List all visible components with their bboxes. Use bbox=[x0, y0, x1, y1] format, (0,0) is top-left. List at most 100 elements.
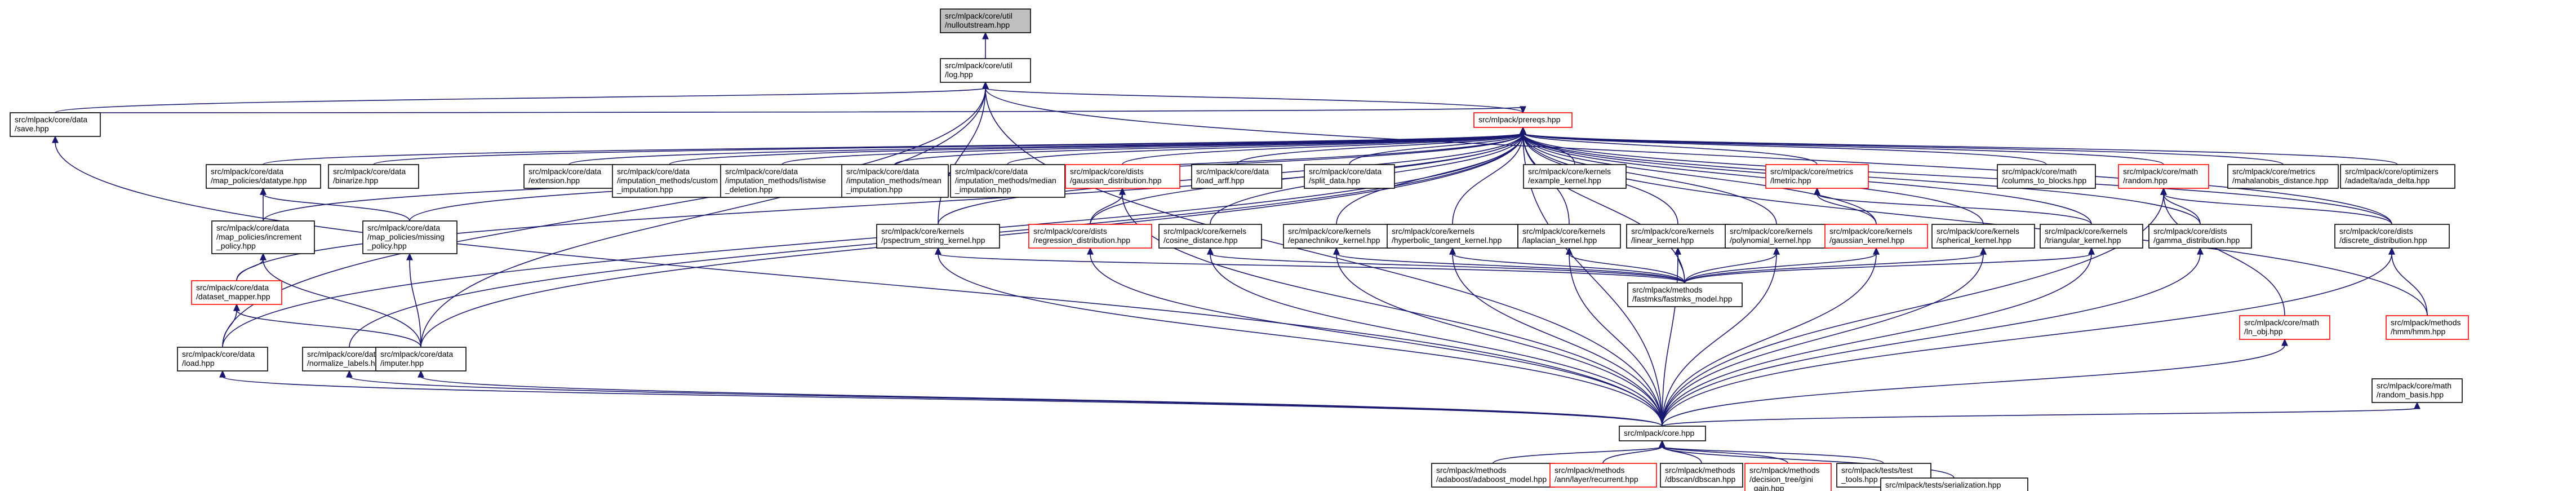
node-box bbox=[1744, 463, 1832, 491]
graph-node[interactable]: src/mlpack/core/dists/regression_distrib… bbox=[1028, 224, 1152, 249]
edge-arrowhead bbox=[1449, 247, 1456, 255]
graph-node[interactable]: src/mlpack/core/data/imputation_methods/… bbox=[612, 164, 727, 198]
node-label-line: _imputation.hpp bbox=[616, 185, 673, 194]
node-label-line: src/mlpack/core/data bbox=[1196, 167, 1269, 176]
graph-node[interactable]: src/mlpack/core/kernels/cosine_distance.… bbox=[1158, 224, 1262, 249]
dependency-edge bbox=[1333, 247, 1663, 427]
node-box bbox=[1304, 164, 1395, 189]
graph-node[interactable]: src/mlpack/methods/dbscan/dbscan.hpp bbox=[1660, 463, 1743, 488]
node-box bbox=[1931, 224, 2035, 249]
graph-node[interactable]: src/mlpack/core/util/log.hpp bbox=[940, 58, 1031, 83]
graph-node[interactable]: src/mlpack/methods/adaboost/adaboost_mod… bbox=[1431, 463, 1555, 488]
graph-node[interactable]: src/mlpack/methods/decision_tree/gini_ga… bbox=[1744, 463, 1832, 491]
graph-node[interactable]: src/mlpack/core/kernels/hyperbolic_tange… bbox=[1387, 224, 1518, 249]
node-box bbox=[940, 58, 1031, 83]
graph-node[interactable]: src/mlpack/core/data/load_arff.hpp bbox=[1191, 164, 1282, 189]
graph-node[interactable]: src/mlpack/core/data/binarize.hpp bbox=[328, 164, 419, 189]
edge-line bbox=[55, 107, 1524, 113]
dependency-edge bbox=[260, 253, 421, 348]
edge-arrowhead bbox=[1773, 247, 1780, 255]
graph-node[interactable]: src/mlpack/core/data/imputation_methods/… bbox=[841, 164, 949, 198]
node-label-line: /map_policies/increment bbox=[216, 232, 301, 241]
node-label-line: _deletion.hpp bbox=[725, 185, 772, 194]
graph-node[interactable]: src/mlpack/core/kernels/example_kernel.h… bbox=[1523, 164, 1627, 189]
node-label-line: src/mlpack/core/data bbox=[617, 167, 690, 176]
graph-node[interactable]: src/mlpack/core/data/load.hpp bbox=[177, 347, 268, 371]
graph-node[interactable]: src/mlpack/core/data/imputer.hpp bbox=[375, 347, 467, 371]
node-label-line: src/mlpack/core/math bbox=[2377, 381, 2451, 390]
graph-node[interactable]: src/mlpack/prereqs.hpp bbox=[1473, 112, 1573, 128]
node-box bbox=[10, 112, 101, 137]
node-box bbox=[1191, 164, 1282, 189]
node-label-line: src/mlpack/methods bbox=[1665, 466, 1735, 475]
node-box bbox=[1523, 164, 1627, 189]
graph-node[interactable]: src/mlpack/methods/hmm/hmm.hpp bbox=[2386, 315, 2469, 340]
graph-node[interactable]: src/mlpack/core/math/columns_to_blocks.h… bbox=[1997, 164, 2096, 189]
edge-line bbox=[1816, 193, 2092, 225]
edge-arrowhead bbox=[52, 135, 59, 143]
graph-node[interactable]: src/mlpack/core/metrics/lmetric.hpp bbox=[1765, 164, 1869, 189]
graph-node[interactable]: src/mlpack/core/kernels/spherical_kernel… bbox=[1931, 224, 2035, 249]
graph-node[interactable]: src/mlpack/core/kernels/pspectrum_string… bbox=[876, 224, 1000, 249]
graph-node[interactable]: src/mlpack/core/kernels/linear_kernel.hp… bbox=[1626, 224, 1730, 249]
graph-node[interactable]: src/mlpack/core.hpp bbox=[1619, 426, 1706, 441]
graph-node[interactable]: src/mlpack/core/util/nulloutstream.hpp bbox=[940, 8, 1031, 33]
node-label-line: src/mlpack/core/kernels bbox=[1522, 227, 1605, 236]
edge-line bbox=[1522, 132, 2398, 165]
edge-line bbox=[938, 253, 1685, 284]
graph-node[interactable]: src/mlpack/core/data/extension.hpp bbox=[523, 164, 615, 189]
node-label-line: /gaussian_distribution.hpp bbox=[1070, 176, 1162, 185]
edge-line bbox=[985, 87, 2392, 225]
node-label-line: src/mlpack/core/data bbox=[955, 167, 1028, 176]
node-label-line: /imputation_methods/median bbox=[955, 176, 1056, 185]
node-box bbox=[876, 224, 1000, 249]
node-label-line: /mahalanobis_distance.hpp bbox=[2232, 176, 2329, 185]
edge-line bbox=[55, 87, 986, 113]
graph-node[interactable]: src/mlpack/core/kernels/triangular_kerne… bbox=[2040, 224, 2143, 249]
dependency-edge bbox=[219, 370, 1663, 427]
graph-node[interactable]: src/mlpack/core/math/random.hpp bbox=[2118, 164, 2209, 189]
node-box bbox=[2386, 315, 2469, 340]
graph-node[interactable]: src/mlpack/core/data/split_data.hpp bbox=[1304, 164, 1395, 189]
graph-node[interactable]: src/mlpack/methods/fastmks/fastmks_model… bbox=[1627, 282, 1743, 307]
dependency-edge bbox=[2160, 187, 2201, 225]
graph-node[interactable]: src/mlpack/core/data/imputation_methods/… bbox=[720, 164, 844, 198]
graph-node[interactable]: src/mlpack/core/dists/gaussian_distribut… bbox=[1065, 164, 1180, 189]
dependency-edge bbox=[2160, 187, 2285, 316]
node-label-line: /nulloutstream.hpp bbox=[945, 20, 1010, 29]
graph-node[interactable]: src/mlpack/tests/serialization.hpp bbox=[1880, 477, 2028, 491]
edge-line bbox=[1122, 193, 1663, 427]
node-label-line: src/mlpack/core/data bbox=[182, 350, 255, 359]
node-box bbox=[375, 347, 467, 371]
edge-line bbox=[263, 132, 1524, 165]
edge-arrowhead bbox=[1873, 247, 1880, 255]
node-label-line: /save.hpp bbox=[15, 124, 49, 133]
dependency-edge bbox=[1662, 247, 1880, 427]
edge-arrowhead bbox=[260, 187, 267, 195]
graph-node[interactable]: src/mlpack/core/kernels/gaussian_kernel.… bbox=[1824, 224, 1928, 249]
graph-node[interactable]: src/mlpack/core/data/map_policies/dataty… bbox=[206, 164, 321, 189]
graph-node[interactable]: src/mlpack/core/dists/gamma_distribution… bbox=[2148, 224, 2252, 249]
edge-arrowhead bbox=[982, 32, 989, 39]
node-label-line: src/mlpack/core/data bbox=[367, 223, 440, 232]
graph-node[interactable]: src/mlpack/core/optimizers/adadelta/ada_… bbox=[2340, 164, 2455, 189]
graph-node[interactable]: src/mlpack/core/data/save.hpp bbox=[10, 112, 101, 137]
graph-node[interactable]: src/mlpack/core/data/map_policies/missin… bbox=[362, 220, 458, 254]
graph-node[interactable]: src/mlpack/core/kernels/epanechnikov_ker… bbox=[1283, 224, 1391, 249]
graph-node[interactable]: src/mlpack/core/math/random_basis.hpp bbox=[2371, 378, 2463, 403]
graph-node[interactable]: src/mlpack/core/math/ln_obj.hpp bbox=[2239, 315, 2330, 340]
graph-node[interactable]: src/mlpack/methods/ann/layer/recurrent.h… bbox=[1549, 463, 1657, 488]
dependency-edge bbox=[1566, 247, 1663, 427]
graph-node[interactable]: src/mlpack/core/dists/discrete_distribut… bbox=[2334, 224, 2450, 249]
graph-node[interactable]: src/mlpack/core/metrics/mahalanobis_dist… bbox=[2227, 164, 2339, 189]
graph-node[interactable]: src/mlpack/core/kernels/polynomial_kerne… bbox=[1725, 224, 1828, 249]
node-box bbox=[2239, 315, 2330, 340]
edge-line bbox=[420, 376, 1663, 427]
edge-line bbox=[1569, 253, 1685, 284]
graph-node[interactable]: src/mlpack/core/data/dataset_mapper.hpp bbox=[191, 280, 282, 305]
node-box bbox=[362, 220, 458, 254]
edge-line bbox=[1684, 253, 1777, 284]
graph-node[interactable]: src/mlpack/core/kernels/laplacian_kernel… bbox=[1517, 224, 1621, 249]
graph-node[interactable]: src/mlpack/core/data/imputation_methods/… bbox=[950, 164, 1065, 198]
graph-node[interactable]: src/mlpack/core/data/map_policies/increm… bbox=[211, 220, 315, 254]
